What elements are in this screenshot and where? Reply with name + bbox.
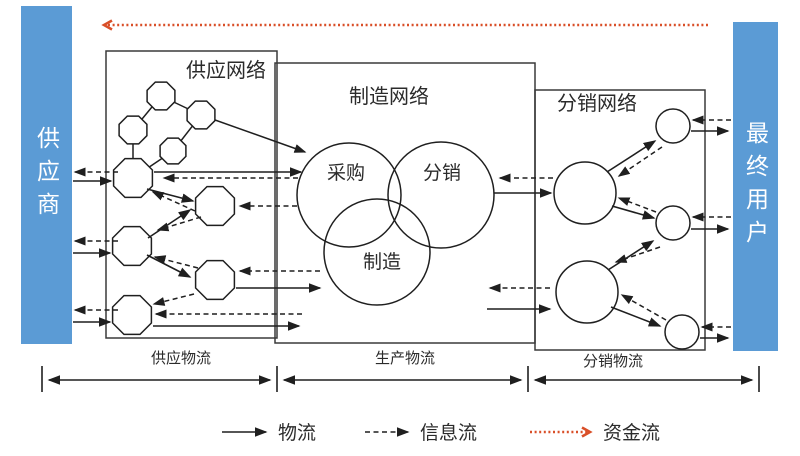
supplier-node [186,100,216,130]
legend-material-label: 物流 [278,422,316,444]
venn-distribution-label: 分销 [423,162,461,184]
supplier-node [146,81,176,111]
supplier-node [118,115,148,145]
retailer-node [664,314,700,350]
supplier-bar: 供应商 [21,6,72,344]
supplier-node [111,294,153,336]
logistics-span-indicators [41,366,760,392]
supplier-node [159,137,187,165]
retailer-node [655,108,691,144]
supply-network-box [105,50,278,339]
supply-logistics-label: 供应物流 [151,349,211,367]
distribution-circle [387,141,495,249]
supplier-node [194,185,236,227]
legend-capital-label: 资金流 [603,422,660,444]
supplier-node [112,157,154,199]
procurement-label: 采购 [327,162,365,184]
supplier-node [111,225,153,267]
distributor-node [555,260,619,324]
production-logistics-label: 生产物流 [375,350,435,367]
procurement-circle [296,142,402,248]
end-user-bar: 最终用户 [733,22,778,351]
distributor-node [553,161,617,225]
legend-information-label: 信息流 [420,422,477,444]
supplier-node [194,259,236,301]
supply-network-title: 供应网络 [186,59,266,82]
venn-manufacturing-label: 制造 [363,251,401,273]
distribution-logistics-label: 分销物流 [583,353,643,370]
distribution-network-title: 分销网络 [557,92,637,115]
distribution-network-box [534,89,706,351]
manufacturing-network-title: 制造网络 [349,85,429,108]
information-flow-arrows [73,115,731,332]
manufacturing-circle [323,198,431,306]
retailer-node [655,205,691,241]
